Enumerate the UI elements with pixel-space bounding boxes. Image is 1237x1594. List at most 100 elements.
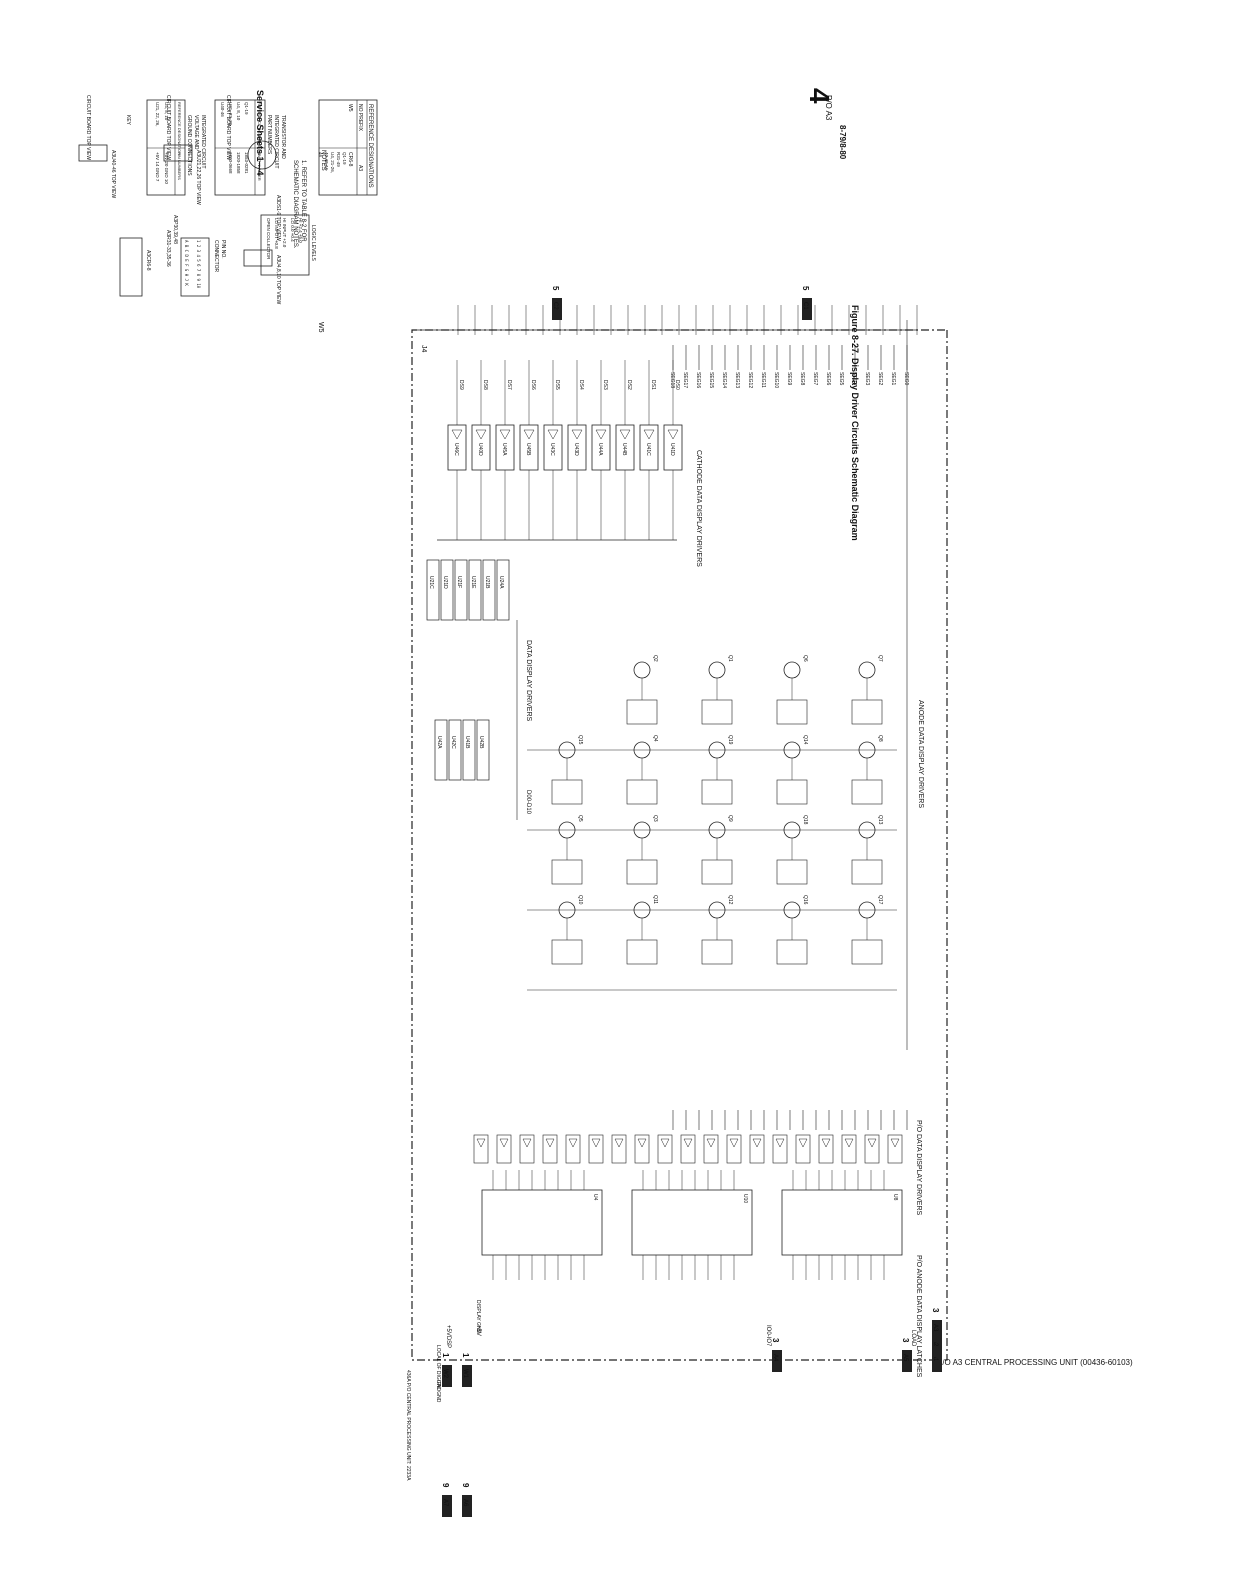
buffer-icon <box>821 1138 831 1148</box>
driver-cell <box>551 779 583 805</box>
pn-part: 1853-0281 <box>244 152 249 174</box>
pw-title2: VOLTAGE AND <box>193 115 199 150</box>
transistor-label: Q19 <box>727 735 733 745</box>
buffer-icon <box>451 429 463 440</box>
driver-cell <box>701 699 733 725</box>
logic-row: HI +2.4 +5.0 <box>298 218 303 243</box>
data-ic-b-label: U21F <box>456 576 462 588</box>
driver-cell <box>776 699 808 725</box>
buffer-icon <box>619 429 631 440</box>
ref-marker-box <box>932 1320 942 1342</box>
transistor-label: Q14 <box>802 735 808 745</box>
transistor-label: Q15 <box>577 735 583 745</box>
cathode-ic-label: U44B <box>621 443 627 456</box>
buffer-icon <box>547 429 559 440</box>
logic-row: LO INPUT +0.8 <box>274 218 279 249</box>
seg-bus-label: SEG13 <box>734 372 740 388</box>
po-driver-ic <box>749 1134 765 1164</box>
latch-block <box>781 1189 903 1256</box>
data-ic-b-label: U24A <box>498 576 504 589</box>
ref-marker-box <box>442 1365 452 1387</box>
ref-right-row: U4, 21-26, <box>330 152 335 173</box>
ref-marker-code: A7 <box>442 1499 448 1507</box>
transistor-label: Q7 <box>877 655 883 662</box>
section-drivers-po-title: P/O DATA DISPLAY DRIVERS <box>915 1120 922 1216</box>
part-number-table: TRANSISTOR AND INTEGRATED CIRCUIT PART N… <box>214 99 286 196</box>
pin-label: PIN NO. <box>220 240 226 259</box>
transistor-symbol <box>633 661 651 679</box>
ref-designations-table: REFERENCE DESIGNATIONS NO PREFIX A3 W5 C… <box>318 99 378 196</box>
driver-cell <box>851 939 883 965</box>
figure-caption-group: Figure 8-27. Display Driver Circuits Sch… <box>804 88 860 541</box>
cathode-label: DS4 <box>578 380 584 390</box>
pw-title1: INTEGRATED CIRCUIT <box>200 115 206 169</box>
figure-date: 8-79/8-80 <box>838 125 847 160</box>
po-driver-ic <box>473 1134 489 1164</box>
seg-bus-label: SEG15 <box>708 372 714 388</box>
ref-marker: 9A7 <box>441 1483 452 1517</box>
pn-ref: U21, 22, 26, <box>228 102 233 127</box>
buffer-icon <box>614 1138 624 1148</box>
seg-bus-label: SEG0 <box>903 372 909 386</box>
data-ic-b <box>440 559 454 621</box>
cathode-ic-label: U46C <box>453 443 459 456</box>
buffer-icon <box>683 1138 693 1148</box>
driver-cell <box>851 859 883 885</box>
io-bus-label: IO0-IO7 <box>765 1325 771 1347</box>
ref-marker: 3A3 <box>931 1308 942 1342</box>
buffer-icon <box>571 429 583 440</box>
ref-marker-num: 5 <box>551 286 560 291</box>
buffer-icon <box>798 1138 808 1148</box>
pn-title1: TRANSISTOR AND <box>280 115 286 159</box>
cathode-label: DS6 <box>530 380 536 390</box>
cathode-ic-label: U45A <box>501 443 507 456</box>
pn-h1: REFERENCE DESIGNATION <box>257 102 262 155</box>
transistor-label: Q9 <box>727 815 733 822</box>
transistor-label: Q11 <box>652 895 658 904</box>
transistor-label: Q10 <box>577 895 583 905</box>
ref-marker: 5C2 <box>551 286 562 320</box>
power-area: +5V +5VDSP DISPLAY GND LOCAL OF DIGITAL … <box>435 790 916 1403</box>
logic-row: HI INPUT +2.0 <box>282 218 287 248</box>
seg-bus-label: SEG2 <box>877 372 883 386</box>
figure-caption: Figure 8-27. Display Driver Circuits Sch… <box>850 305 860 541</box>
ref-marker-num: 3 <box>931 1308 940 1313</box>
seg-bus-label: SEG5 <box>838 372 844 386</box>
buffer-icon <box>752 1138 762 1148</box>
transistor-label: Q18 <box>802 815 808 825</box>
seg-bus-label: SEG18 <box>669 372 675 388</box>
ref-marker-box <box>442 1495 452 1517</box>
buffer-icon <box>729 1138 739 1148</box>
driver-cell <box>776 939 808 965</box>
seg-bus-label: SEG6 <box>825 372 831 386</box>
buffer-icon <box>568 1138 578 1148</box>
driver-cell <box>701 779 733 805</box>
seg-bus-label: SEG14 <box>721 372 727 388</box>
data-ic-b-label: U21C <box>428 576 434 589</box>
data-ic-a <box>462 719 476 781</box>
plus5v-label: +5V <box>475 1325 481 1336</box>
seg-bus-label: SEG3 <box>864 372 870 386</box>
data-ic-a-label: U42C <box>450 736 456 749</box>
pw-pins: +5V 20 GND 10 <box>164 152 169 184</box>
transistor-label: Q4 <box>652 735 658 742</box>
driver-cell <box>701 939 733 965</box>
data-ic-a <box>476 719 490 781</box>
ref-marker-box <box>552 298 562 320</box>
cathode-ic-label: U41D <box>669 443 675 456</box>
conn-label: CONNECTOR <box>213 240 219 273</box>
ref-marker-code: A2 <box>932 1339 938 1347</box>
latch-label: U10 <box>742 1194 748 1203</box>
ref-marker-num: 3 <box>901 1338 910 1343</box>
ref-marker-num: 9 <box>461 1483 470 1488</box>
pw-h2: PIN NUMBERS <box>177 152 182 180</box>
ref-marker-num: 9 <box>441 1483 450 1488</box>
buffer-icon <box>706 1138 716 1148</box>
ref-marker-code: A3 <box>932 1324 938 1332</box>
reference-markers: 3A13A23A33A43A59A69A71W11W25C15C2 <box>441 286 942 1517</box>
data-ic-a-label: U42B <box>478 736 484 749</box>
driver-cell <box>851 779 883 805</box>
section-anode-title: ANODE DATA DISPLAY DRIVERS <box>917 700 924 808</box>
pw-ref: U4, 8, 10 <box>164 102 169 121</box>
